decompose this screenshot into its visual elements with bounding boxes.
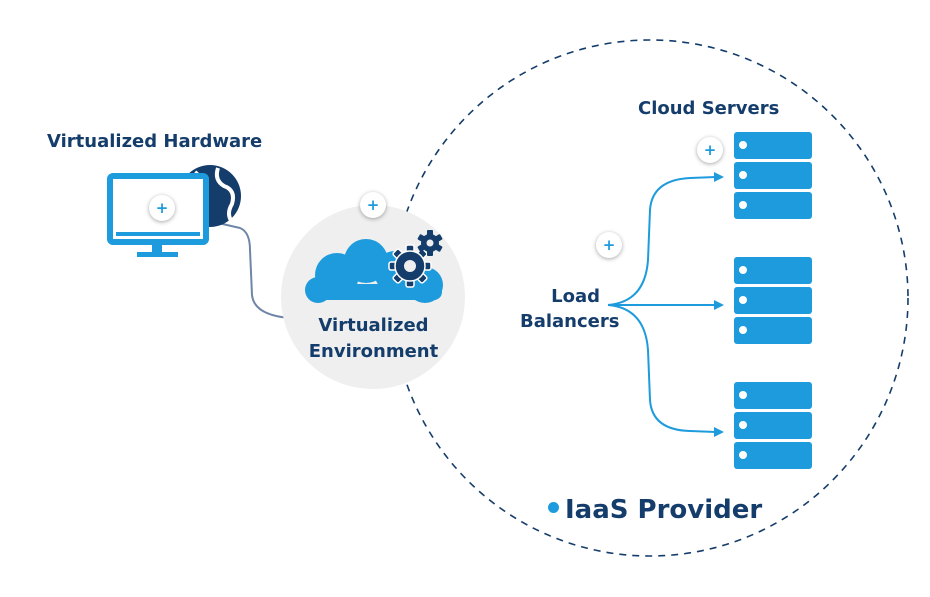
load-balancers-label: Load Balancers xyxy=(520,284,620,334)
hotspot-cloud-servers[interactable]: + xyxy=(697,137,723,163)
virtualized-hardware-label: Virtualized Hardware xyxy=(47,131,263,152)
load-balancers-line2: Balancers xyxy=(520,311,620,332)
virtualized-environment-line1: Virtualized xyxy=(318,315,429,336)
arrow-to-bottom-servers xyxy=(607,304,717,433)
virtualized-environment-label: Virtualized Environment xyxy=(282,313,465,365)
load-balancer-arrows xyxy=(607,176,717,433)
cloud-servers-label: Cloud Servers xyxy=(638,98,780,119)
iaas-provider-label: IaaS Provider xyxy=(548,495,762,525)
hotspot-virtualized-environment[interactable]: + xyxy=(360,192,386,218)
virtualized-environment-line2: Environment xyxy=(308,341,439,362)
bullet-dot-icon xyxy=(548,502,559,513)
hardware-connector xyxy=(204,219,291,319)
server-rack-icon xyxy=(734,132,812,469)
gears-icon xyxy=(388,230,443,288)
arrowheads xyxy=(714,172,724,437)
load-balancers-line1: Load xyxy=(551,286,600,307)
cloud-icon xyxy=(305,239,443,303)
iaas-provider-text: IaaS Provider xyxy=(565,495,763,525)
arrow-to-top-servers xyxy=(607,176,717,306)
hotspot-load-balancers[interactable]: + xyxy=(596,232,622,258)
hotspot-virtualized-hardware[interactable]: + xyxy=(149,195,175,221)
